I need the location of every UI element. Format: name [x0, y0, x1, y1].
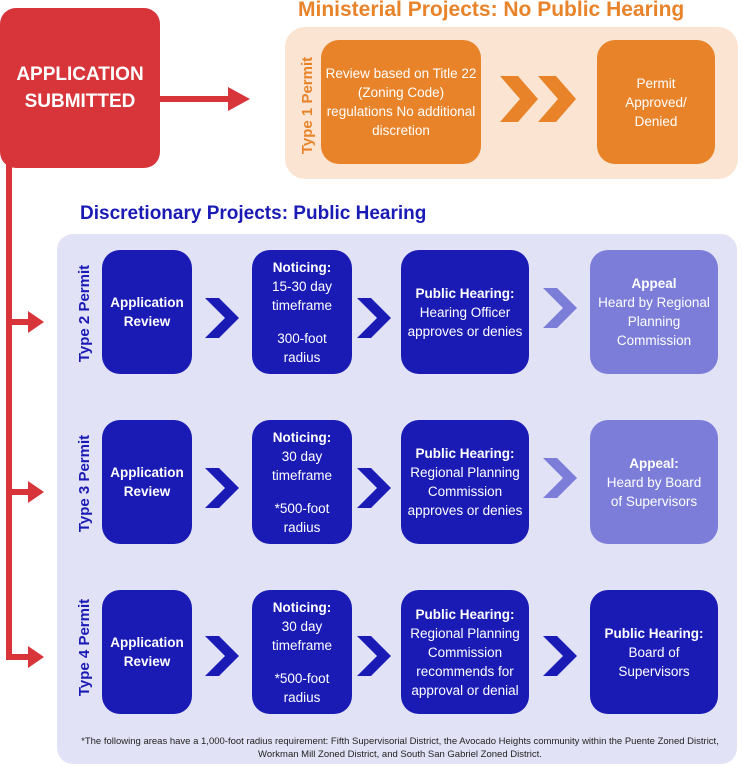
chevron-right-icon	[357, 468, 391, 508]
application-review-box: Application Review	[102, 590, 192, 714]
double-chevron-right-icon	[500, 76, 576, 122]
board-hearing-title: Public Hearing:	[604, 626, 704, 641]
noticing-box: Noticing: 30 day timeframe *500-foot rad…	[252, 420, 352, 544]
flow-line-type2	[6, 319, 32, 325]
hearing-title: Public Hearing:	[415, 285, 515, 301]
type-1-permit-label: Type 1 Permit	[299, 56, 317, 154]
chevron-right-icon	[543, 288, 577, 328]
permit-result-box: Permit Approved/ Denied	[597, 40, 715, 164]
chevron-right-icon	[357, 636, 391, 676]
appeal-title: Appeal:	[629, 455, 679, 471]
noticing-timeframe: 30 day timeframe	[271, 618, 332, 653]
red-arrow-icon	[228, 87, 250, 111]
appeal-text: Heard by Board of Supervisors	[606, 474, 702, 509]
noticing-radius: *500-foot radius	[274, 500, 330, 535]
application-review-box: Application Review	[102, 250, 192, 374]
noticing-radius: 300-foot radius	[277, 330, 327, 365]
application-review-box: Application Review	[102, 420, 192, 544]
noticing-title: Noticing:	[272, 599, 332, 615]
noticing-title: Noticing:	[272, 429, 332, 445]
board-hearing-box: Public Hearing: Board of Supervisors	[590, 590, 718, 714]
red-arrow-icon	[28, 646, 44, 668]
chevron-right-icon	[543, 458, 577, 498]
ministerial-review-box: Review based on Title 22 (Zoning Code) r…	[321, 40, 481, 164]
flow-line-type4	[6, 654, 32, 660]
hearing-title: Public Hearing:	[415, 446, 515, 461]
public-hearing-box: Public Hearing: Hearing Officer approves…	[401, 250, 529, 374]
noticing-timeframe: 15-30 day timeframe	[271, 278, 333, 313]
application-submitted-box: APPLICATION SUBMITTED	[0, 8, 160, 168]
red-arrow-icon	[28, 481, 44, 503]
noticing-box: Noticing: 30 day timeframe *500-foot rad…	[252, 590, 352, 714]
hearing-text: Regional Planning Commission approves or…	[407, 465, 523, 518]
board-hearing-text: Board of Supervisors	[618, 645, 690, 679]
hearing-text: Regional Planning Commission recommends …	[410, 625, 520, 698]
chevron-right-icon	[205, 636, 239, 676]
ministerial-title: Ministerial Projects: No Public Hearing	[298, 0, 685, 21]
main-flow-line	[6, 160, 12, 660]
red-arrow-icon	[28, 311, 44, 333]
noticing-timeframe: 30 day timeframe	[271, 448, 332, 483]
appeal-title: Appeal	[631, 276, 677, 291]
flow-line-type3	[6, 489, 32, 495]
flow-line-ministerial	[160, 96, 232, 102]
footnote: *The following areas have a 1,000-foot r…	[81, 736, 719, 760]
noticing-radius: *500-foot radius	[274, 670, 330, 705]
appeal-box: Appeal: Heard by Board of Supervisors	[590, 420, 718, 544]
public-hearing-box: Public Hearing: Regional Planning Commis…	[401, 590, 529, 714]
hearing-title: Public Hearing:	[415, 606, 515, 622]
discretionary-title: Discretionary Projects: Public Hearing	[80, 203, 427, 224]
type-3-permit-label: Type 3 Permit	[76, 434, 94, 532]
type-2-permit-label: Type 2 Permit	[76, 264, 94, 362]
chevron-right-icon	[205, 468, 239, 508]
chevron-right-icon	[543, 636, 577, 676]
appeal-text: Heard by Regional Planning Commission	[598, 295, 710, 348]
noticing-title: Noticing:	[272, 259, 332, 275]
type-4-permit-label: Type 4 Permit	[76, 598, 94, 696]
chevron-right-icon	[357, 298, 391, 338]
chevron-right-icon	[205, 298, 239, 338]
appeal-box: Appeal Heard by Regional Planning Commis…	[590, 250, 718, 374]
noticing-box: Noticing: 15-30 day timeframe 300-foot r…	[252, 250, 352, 374]
public-hearing-box: Public Hearing: Regional Planning Commis…	[401, 420, 529, 544]
hearing-text: Hearing Officer approves or denies	[407, 304, 523, 339]
